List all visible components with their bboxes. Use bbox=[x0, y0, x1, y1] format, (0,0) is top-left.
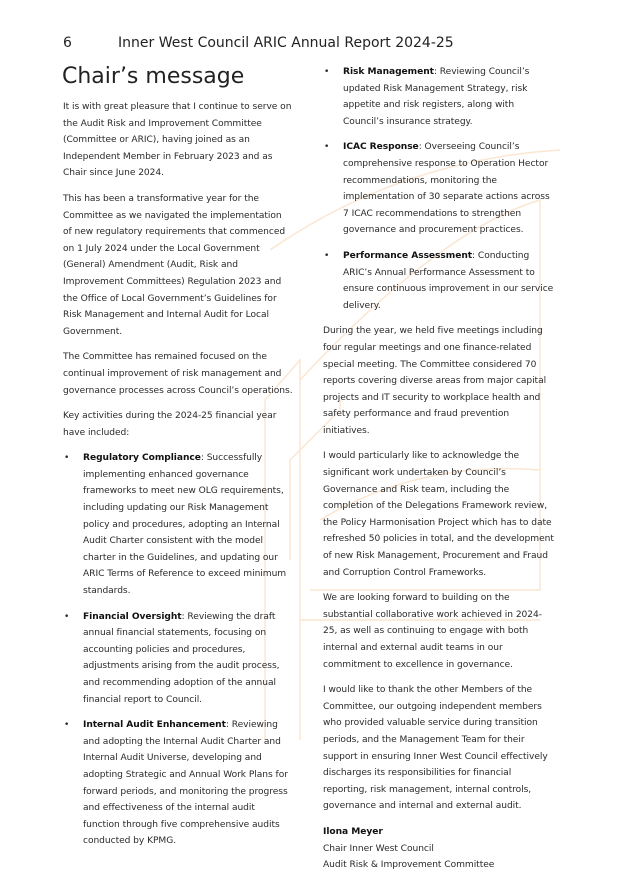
signatory-role: Chair Inner West Council bbox=[323, 843, 434, 854]
paragraph: We are looking forward to building on th… bbox=[323, 593, 542, 670]
paragraph: I would like to thank the other Members … bbox=[323, 685, 548, 812]
paragraph: Key activities during the 2024-25 financ… bbox=[63, 411, 277, 438]
list-item: • Financial Oversight: Reviewing the draf… bbox=[63, 609, 293, 709]
item-text: : Reviewing and adopting the Internal Au… bbox=[83, 720, 288, 847]
bullet-icon: • bbox=[324, 142, 330, 153]
paragraph: The Committee has remained focused on th… bbox=[63, 352, 293, 396]
item-title: ICAC Response bbox=[343, 142, 419, 153]
bullet-icon: • bbox=[324, 67, 330, 77]
item-title: Regulatory Compliance bbox=[83, 453, 201, 464]
item-title: Internal Audit Enhancement bbox=[83, 720, 226, 731]
signature-block: Ilona Meyer Chair Inner West Council Aud… bbox=[323, 824, 555, 874]
item-text: : Conducting ARIC’s Annual Performance A… bbox=[343, 250, 554, 311]
item-text: : Reviewing the draft annual financial s… bbox=[83, 611, 280, 705]
item-text: : Successfully implementing enhanced gov… bbox=[83, 453, 287, 597]
bullet-icon: • bbox=[64, 611, 70, 622]
list-item: • Risk Management: Reviewing Council’s up… bbox=[323, 64, 555, 130]
page-number: 6 bbox=[63, 35, 72, 51]
signatory-committee: Audit Risk & Improvement Committee bbox=[323, 860, 495, 871]
list-item: • Performance Assessment: Conducting ARIC… bbox=[323, 248, 555, 314]
item-title: Performance Assessment bbox=[343, 250, 473, 261]
left-column: It is with great pleasure that I continu… bbox=[63, 99, 293, 859]
list-item: • ICAC Response: Overseeing Council’s com… bbox=[323, 139, 555, 239]
item-text: : Overseeing Council’s comprehensive res… bbox=[343, 142, 550, 236]
bullet-icon: • bbox=[64, 720, 70, 731]
report-title: Inner West Council ARIC Annual Report 20… bbox=[118, 35, 454, 51]
page-title: Chair’s message bbox=[62, 64, 245, 89]
bullet-icon: • bbox=[324, 250, 330, 261]
signatory-name: Ilona Meyer bbox=[323, 826, 383, 837]
paragraph: During the year, we held five meetings i… bbox=[323, 326, 547, 436]
paragraph: I would particularly like to acknowledge… bbox=[323, 451, 554, 578]
right-column: • Risk Management: Reviewing Council’s up… bbox=[323, 64, 555, 874]
activity-list-continued: • Risk Management: Reviewing Council’s up… bbox=[323, 64, 555, 314]
paragraph: This has been a transformative year for … bbox=[63, 193, 286, 337]
item-title: Financial Oversight bbox=[83, 611, 182, 622]
item-title: Risk Management bbox=[343, 67, 434, 77]
list-item: • Regulatory Compliance: Successfully imp… bbox=[63, 450, 293, 599]
paragraph: It is with great pleasure that I continu… bbox=[63, 102, 292, 179]
item-text: : Reviewing Council’s updated Risk Manag… bbox=[343, 67, 530, 127]
activity-list: • Regulatory Compliance: Successfully imp… bbox=[63, 450, 293, 850]
list-item: • Internal Audit Enhancement: Reviewing a… bbox=[63, 717, 293, 850]
bullet-icon: • bbox=[64, 453, 70, 464]
